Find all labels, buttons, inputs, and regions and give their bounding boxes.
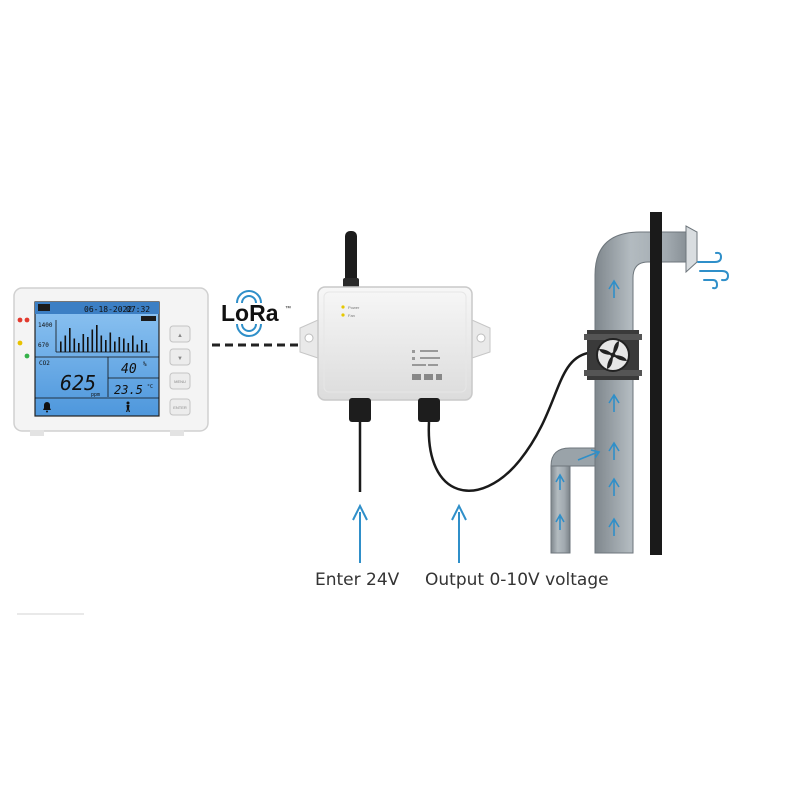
airflow-arrows xyxy=(555,279,620,536)
histogram-bar xyxy=(73,338,76,352)
co2-value: 625 xyxy=(60,371,96,395)
histogram-bar xyxy=(69,328,71,352)
spec-label xyxy=(412,350,440,366)
co2-history-histogram xyxy=(60,325,148,352)
temperature-value: 23.5 xyxy=(114,383,143,397)
svg-text:MENU: MENU xyxy=(174,379,186,384)
power-led-icon xyxy=(341,305,345,309)
lora-logo-text: LoRa xyxy=(221,300,279,326)
co2-unit: ppm xyxy=(91,392,100,398)
output-voltage-label: Output 0-10V voltage xyxy=(425,570,609,590)
status-led-green-icon xyxy=(24,353,30,359)
histogram-bar xyxy=(145,343,148,352)
histogram-bar xyxy=(100,335,103,352)
fan-led-label: Fan xyxy=(348,313,355,318)
histogram-bar xyxy=(87,337,89,352)
input-cable-gland xyxy=(349,398,371,422)
histogram-bar xyxy=(82,334,85,352)
lora-trademark: ™ xyxy=(285,305,291,312)
up-button[interactable]: ▲ xyxy=(169,325,191,343)
humidity-unit: % xyxy=(143,361,147,368)
menu-button[interactable]: MENU xyxy=(169,372,191,390)
certification-marks-icon xyxy=(412,374,442,380)
fan-unit xyxy=(584,330,642,380)
down-button[interactable]: ▼ xyxy=(169,348,191,366)
person-icon xyxy=(126,401,130,412)
input-arrow-icon xyxy=(352,503,368,563)
output-cable-gland xyxy=(418,398,440,422)
histogram-bar xyxy=(64,335,67,352)
lora-controller: Power Fan xyxy=(299,231,491,422)
co2-label: CO2 xyxy=(39,360,50,367)
histogram-bar xyxy=(109,332,112,352)
enter-button[interactable]: ENTER xyxy=(169,398,191,416)
histogram-bar xyxy=(91,329,94,352)
output-signal-cable xyxy=(427,351,589,492)
histogram-bar xyxy=(136,344,139,352)
antenna-icon xyxy=(343,231,359,288)
output-arrow-icon xyxy=(451,503,467,563)
air-quality-monitor: 06-18-2022 07:32 1400 670 CO2 625 ppm 40… xyxy=(13,287,209,436)
temperature-unit: °C xyxy=(147,384,153,390)
fan-icon xyxy=(599,341,627,369)
wind-icon xyxy=(697,251,730,290)
svg-text:ENTER: ENTER xyxy=(173,405,187,410)
histogram-bar xyxy=(118,337,121,352)
power-led-label: Power xyxy=(348,305,360,310)
histogram-bar xyxy=(96,325,98,352)
status-led-yellow-icon xyxy=(17,340,23,346)
histogram-bar xyxy=(141,340,143,352)
histogram-bar xyxy=(78,343,80,352)
svg-text:▼: ▼ xyxy=(177,356,183,362)
histogram-bar xyxy=(60,341,62,352)
alarm-bell-icon xyxy=(43,402,51,413)
chart-scale-top: 1400 xyxy=(38,322,53,329)
histogram-bar xyxy=(127,343,130,352)
histogram-bar xyxy=(114,341,116,352)
lora-logo: LoRa ™ xyxy=(221,290,291,337)
status-led-red-icon xyxy=(17,317,23,323)
histogram-bar xyxy=(132,335,134,352)
lcd-screen: 06-18-2022 07:32 1400 670 CO2 625 ppm 40… xyxy=(34,301,160,417)
input-voltage-label: Enter 24V xyxy=(315,570,400,590)
lcd-time: 07:32 xyxy=(126,305,150,314)
status-led-red-icon xyxy=(24,317,30,323)
svg-text:▲: ▲ xyxy=(177,333,183,339)
lcd-date: 06-18-2022 xyxy=(84,305,132,314)
histogram-bar xyxy=(105,340,107,352)
wireless-signal-icon xyxy=(236,290,262,337)
fan-led-icon xyxy=(341,313,345,317)
histogram-bar xyxy=(123,338,125,352)
chart-scale-bottom: 670 xyxy=(38,342,49,349)
ventilation-duct xyxy=(550,212,698,555)
humidity-value: 40 xyxy=(121,362,137,377)
